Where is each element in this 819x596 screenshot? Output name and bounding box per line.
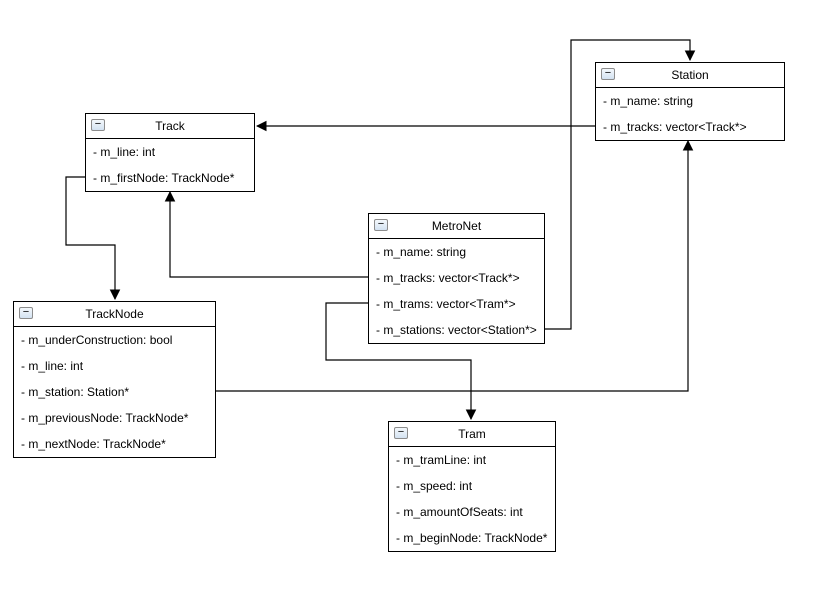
class-box-tram: − Tram - m_tramLine: int - m_speed: int … xyxy=(388,421,556,552)
attribute-row: - m_speed: int xyxy=(396,479,473,493)
class-header-track: − Track xyxy=(86,114,254,139)
class-title: MetroNet xyxy=(431,219,482,233)
attribute-row: - m_beginNode: TrackNode* xyxy=(396,531,548,545)
class-header-station: − Station xyxy=(596,63,784,88)
attribute-row: - m_line: int xyxy=(21,359,84,373)
attribute-row: - m_stations: vector<Station*> xyxy=(376,323,537,337)
class-box-tracknode: − TrackNode - m_underConstruction: bool … xyxy=(13,301,216,458)
attribute-row: - m_amountOfSeats: int xyxy=(396,505,523,519)
class-header-tram: − Tram xyxy=(389,422,555,447)
class-title: Track xyxy=(155,119,185,133)
attribute-row: - m_underConstruction: bool xyxy=(21,333,173,347)
attribute-row: - m_trams: vector<Tram*> xyxy=(376,297,516,311)
class-box-station: − Station - m_name: string - m_tracks: v… xyxy=(595,62,785,141)
edge-metronet-trams-to-tram xyxy=(325,302,477,421)
edge-metronet-tracks-to-track xyxy=(164,190,368,278)
class-box-metronet: − MetroNet - m_name: string - m_tracks: … xyxy=(368,213,545,344)
collapse-icon[interactable]: − xyxy=(91,119,105,131)
attribute-row: - m_name: string xyxy=(376,245,467,259)
attribute-row: - m_station: Station* xyxy=(21,385,130,399)
class-title: TrackNode xyxy=(85,307,144,321)
attribute-row: - m_firstNode: TrackNode* xyxy=(93,171,235,185)
class-box-track: − Track - m_line: int - m_firstNode: Tra… xyxy=(85,113,255,192)
edge-track-firstnode-to-tracknode xyxy=(65,176,121,301)
collapse-icon[interactable]: − xyxy=(394,427,408,439)
class-title: Station xyxy=(671,68,709,82)
attribute-row: - m_previousNode: TrackNode* xyxy=(21,411,189,425)
class-header-metronet: − MetroNet xyxy=(369,214,544,239)
class-title: Tram xyxy=(458,427,486,441)
attribute-row: - m_tracks: vector<Track*> xyxy=(603,120,747,134)
collapse-icon[interactable]: − xyxy=(374,219,388,231)
attribute-row: - m_tracks: vector<Track*> xyxy=(376,271,520,285)
class-header-tracknode: − TrackNode xyxy=(14,302,215,327)
attribute-row: - m_line: int xyxy=(93,145,156,159)
edge-metronet-stations-to-station xyxy=(545,39,696,330)
attribute-row: - m_name: string xyxy=(603,94,694,108)
collapse-icon[interactable]: − xyxy=(601,68,615,80)
attribute-row: - m_nextNode: TrackNode* xyxy=(21,437,166,451)
collapse-icon[interactable]: − xyxy=(19,307,33,319)
edge-tracknode-station-to-station xyxy=(216,139,694,392)
attribute-row: - m_tramLine: int xyxy=(396,453,487,467)
